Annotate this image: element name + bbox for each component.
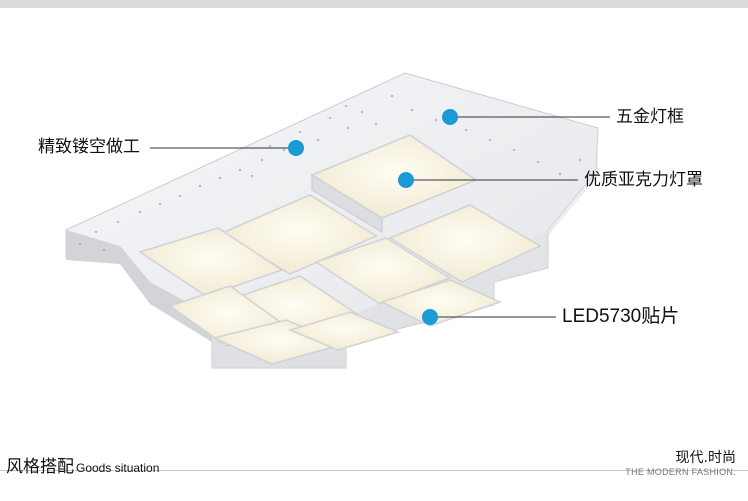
- top-band: [0, 0, 748, 8]
- callout-dots: [288, 109, 458, 325]
- callout-label-acrylic: 优质亚克力灯罩: [584, 170, 703, 190]
- footer-divider: [0, 470, 748, 471]
- perforation-dots: [79, 95, 581, 251]
- callout-label-frame: 五金灯框: [616, 107, 684, 127]
- footer-brand: 现代.时尚 THE MODERN FASHION.: [625, 450, 736, 478]
- section-title-en: Goods situation: [76, 461, 160, 475]
- callout-dot-frame: [442, 109, 458, 125]
- brand-slogan-cn: 现代.时尚: [675, 450, 736, 466]
- callout-dot-acrylic: [398, 172, 414, 188]
- callout-dot-led: [422, 309, 438, 325]
- callout-label-craft: 精致镂空做工: [38, 137, 140, 157]
- callout-label-led: LED5730贴片: [562, 306, 680, 327]
- section-title-cn: 风格搭配: [6, 457, 74, 477]
- callout-lines: [150, 116, 610, 318]
- callout-dot-craft: [288, 140, 304, 156]
- acrylic-panels: [138, 134, 542, 365]
- brand-slogan-en: THE MODERN FASHION.: [625, 467, 736, 477]
